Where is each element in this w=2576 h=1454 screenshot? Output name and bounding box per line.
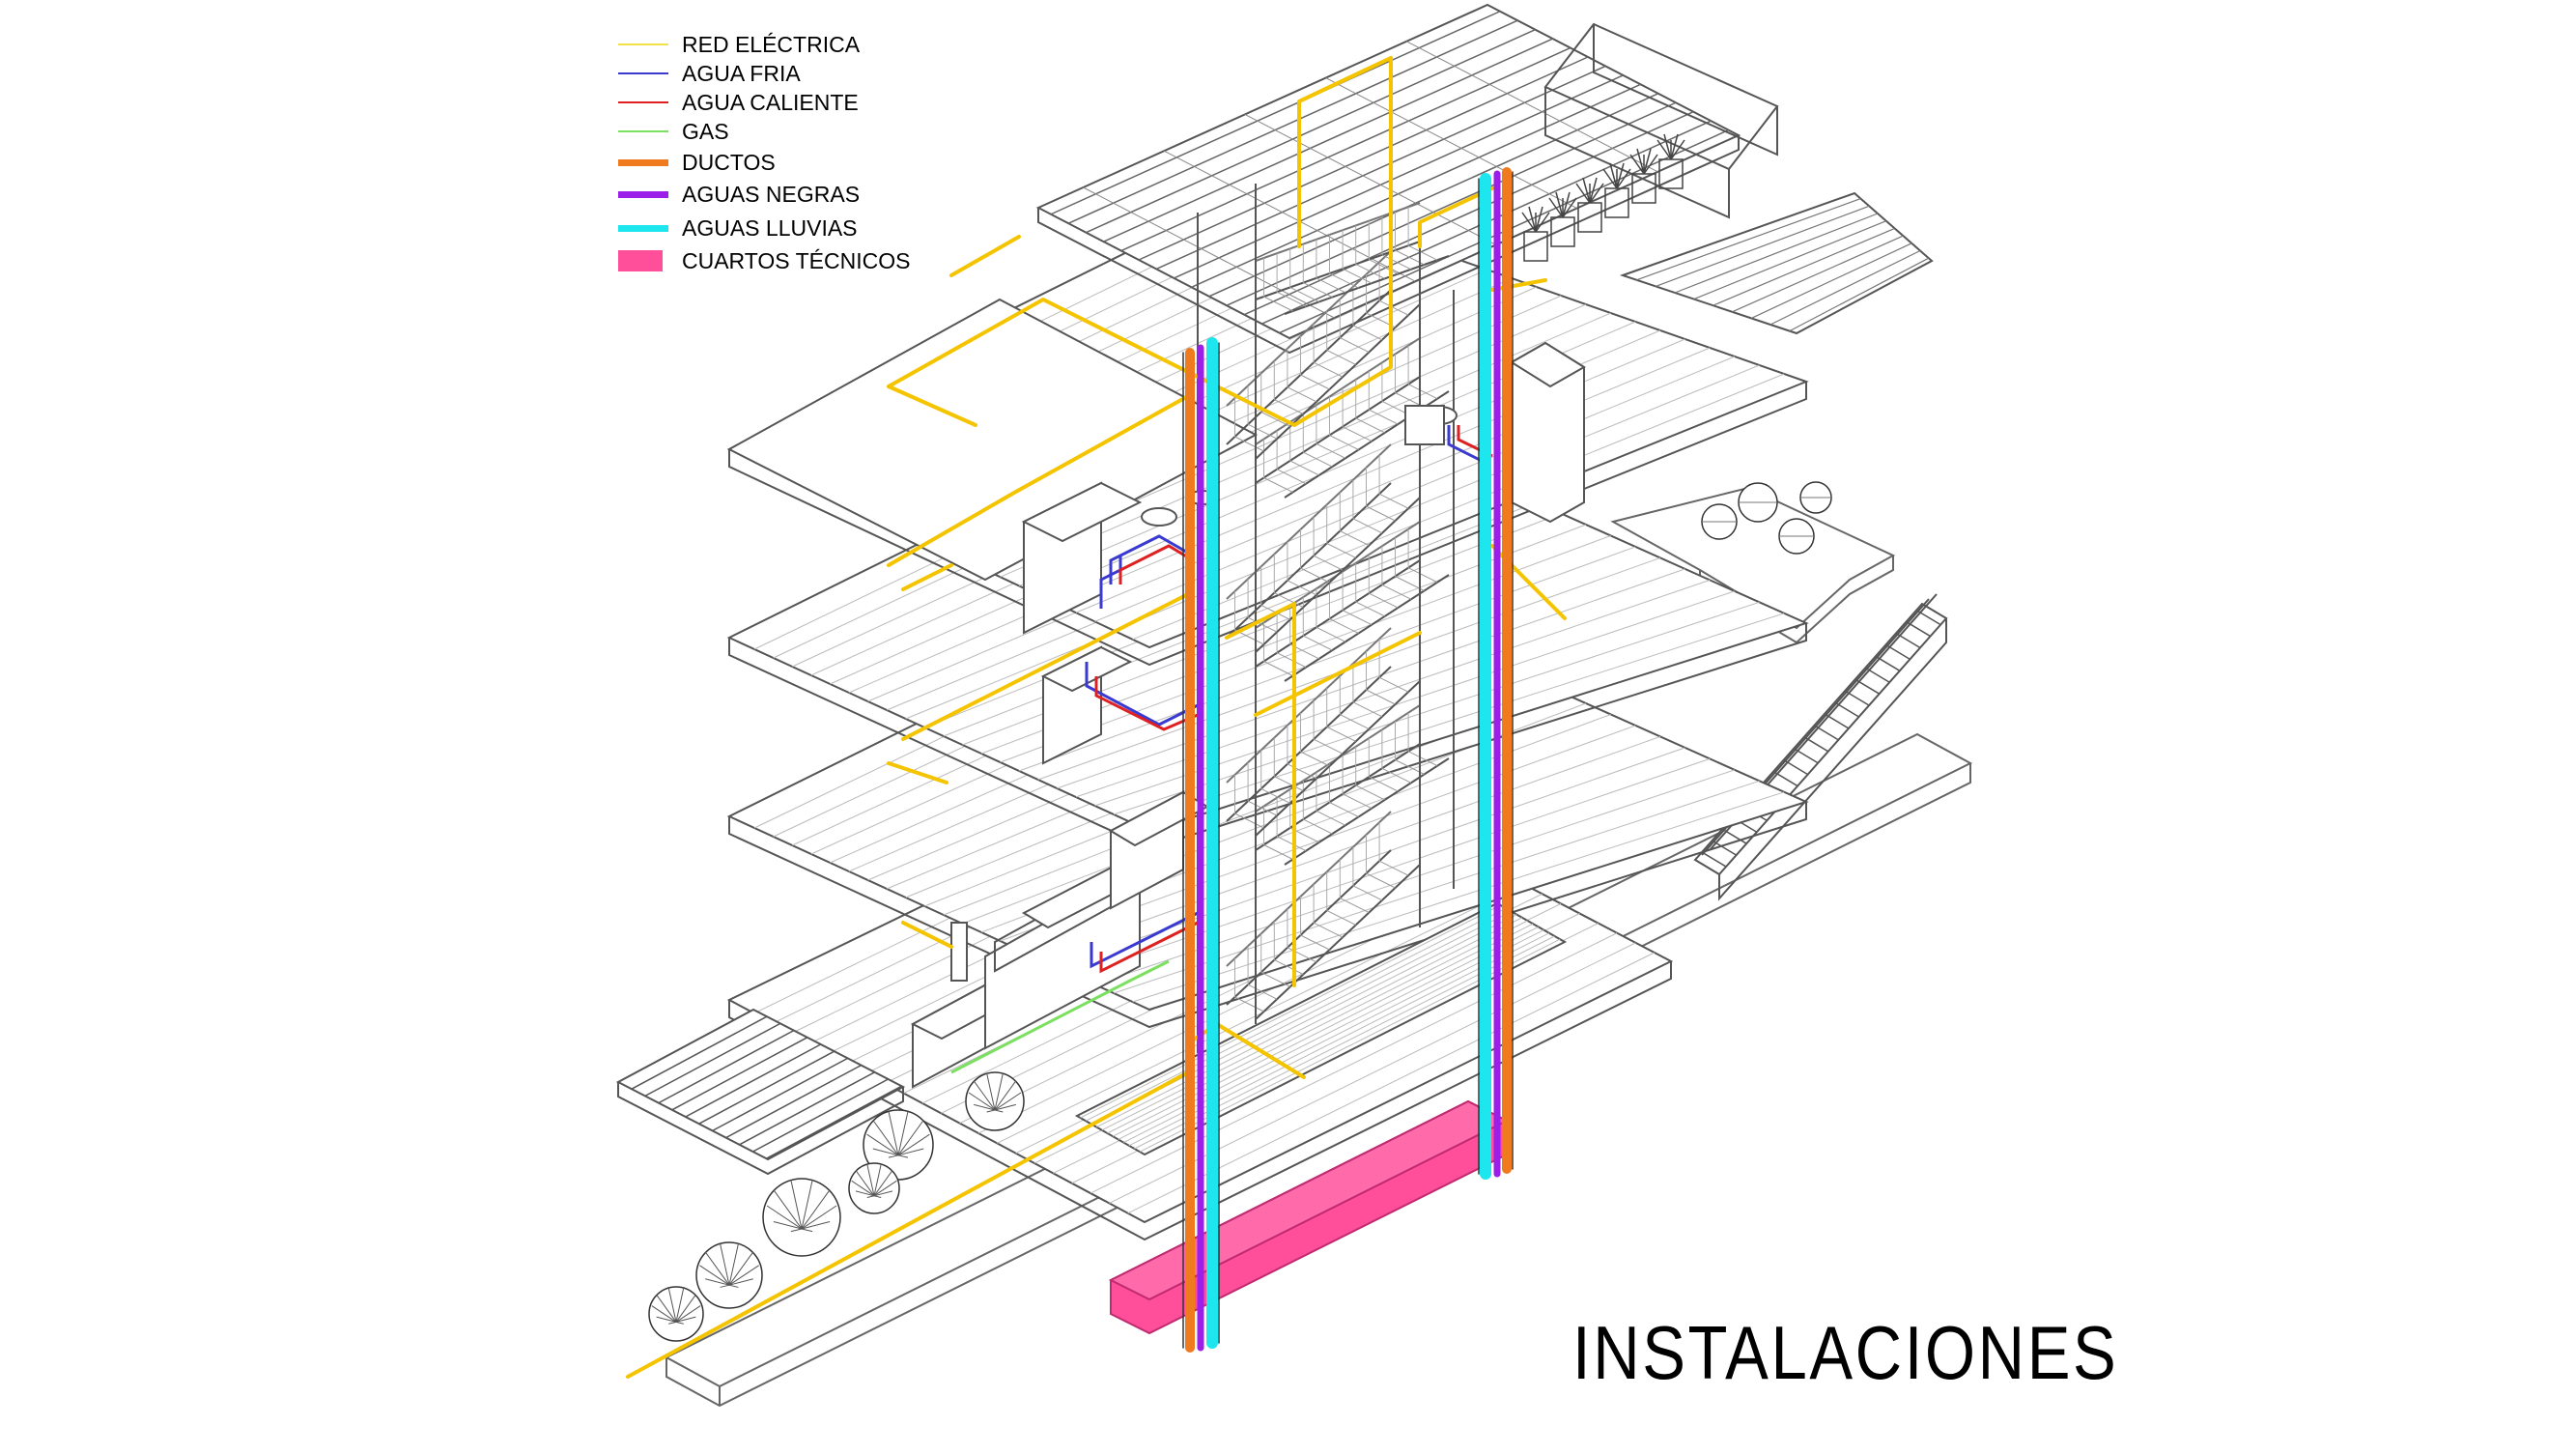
legend-swatch-sewage bbox=[618, 191, 668, 198]
stair-flight bbox=[1226, 627, 1421, 837]
legend-swatch-electric bbox=[618, 43, 668, 45]
legend-item-electric: RED ELÉCTRICA bbox=[618, 30, 1024, 59]
shaft-left bbox=[1182, 337, 1220, 1353]
electric-line-10 bbox=[887, 761, 948, 784]
shrub bbox=[965, 1071, 1025, 1131]
legend-label-hot-water: AGUA CALIENTE bbox=[682, 90, 859, 115]
terrace-shrub bbox=[1778, 518, 1815, 555]
legend-swatch-technical-rooms bbox=[618, 250, 663, 271]
electric-line-1 bbox=[1215, 1022, 1306, 1079]
legend-label-electric: RED ELÉCTRICA bbox=[682, 32, 861, 57]
legend-item-sewage: AGUAS NEGRAS bbox=[618, 180, 1024, 209]
electric-line-7 bbox=[887, 394, 1190, 567]
electric-line-12 bbox=[1225, 602, 1296, 987]
legend-label-gas: GAS bbox=[682, 119, 729, 144]
electric-line-13 bbox=[1490, 278, 1547, 292]
legend-swatch-hot-water bbox=[618, 101, 668, 103]
legend-item-technical-rooms: CUARTOS TÉCNICOS bbox=[618, 246, 1024, 275]
shrub bbox=[762, 1178, 841, 1257]
legend-item-cold-water: AGUA FRIA bbox=[618, 59, 1024, 88]
bathroom-block-2 bbox=[1404, 341, 1586, 524]
legend-label-technical-rooms: CUARTOS TÉCNICOS bbox=[682, 248, 911, 273]
electric-line-9 bbox=[901, 592, 1190, 741]
terrace-shrub bbox=[1701, 503, 1738, 540]
electric-line-8 bbox=[901, 563, 953, 591]
floor-slabs bbox=[726, 186, 1809, 1241]
kitchen-block bbox=[910, 790, 1210, 1089]
diagram-title: INSTALACIONES bbox=[1572, 1310, 2119, 1395]
legend-label-cold-water: AGUA FRIA bbox=[682, 61, 801, 86]
legend-swatch-ducts bbox=[618, 159, 668, 166]
electric-line-5 bbox=[949, 235, 1021, 277]
electric-line-11 bbox=[901, 921, 953, 949]
terrace-shrub bbox=[1738, 482, 1778, 523]
shrub bbox=[863, 1109, 934, 1181]
terrace-shrub bbox=[1799, 481, 1832, 514]
electric-line-16 bbox=[1418, 186, 1494, 248]
electric-line-4 bbox=[1297, 56, 1393, 103]
legend-swatch-gas bbox=[618, 130, 668, 132]
rooftop-planters bbox=[1521, 133, 1685, 262]
legend-item-ducts: DUCTOS bbox=[618, 148, 1024, 177]
gas-line bbox=[950, 959, 1170, 1074]
legend-label-sewage: AGUAS NEGRAS bbox=[682, 182, 861, 207]
stair-flight bbox=[1226, 443, 1421, 653]
legend-item-gas: GAS bbox=[618, 117, 1024, 146]
legend-swatch-cold-water bbox=[618, 72, 668, 74]
electric-line-0 bbox=[626, 1070, 1190, 1379]
cold-water-lines bbox=[1085, 425, 1488, 969]
legend-label-rainwater: AGUAS LLUVIAS bbox=[682, 215, 858, 241]
shaft-right bbox=[1478, 167, 1514, 1180]
legend-item-rainwater: AGUAS LLUVIAS bbox=[618, 214, 1024, 242]
stair-flight bbox=[1226, 811, 1421, 1020]
legend-item-hot-water: AGUA CALIENTE bbox=[618, 88, 1024, 117]
electric-line-15 bbox=[1254, 631, 1422, 717]
electrical-network bbox=[626, 56, 1567, 1379]
shrub bbox=[695, 1241, 763, 1309]
legend-label-ducts: DUCTOS bbox=[682, 150, 776, 175]
roof-pergola bbox=[1035, 3, 1934, 355]
landscape-shrubs bbox=[648, 481, 1832, 1342]
shrub bbox=[848, 1162, 900, 1214]
electric-line-6 bbox=[887, 385, 977, 427]
shrub bbox=[648, 1286, 704, 1342]
legend-swatch-rainwater bbox=[618, 225, 668, 232]
